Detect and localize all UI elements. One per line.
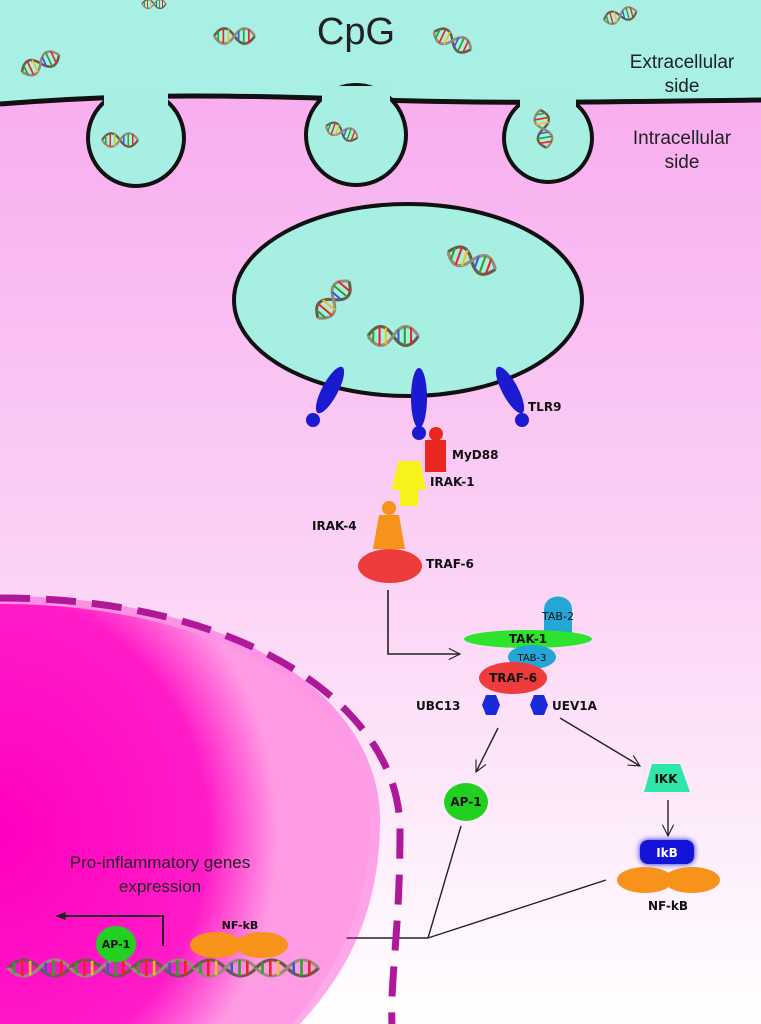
irak1-label: IRAK-1 [430, 475, 475, 489]
tab3-label: TAB-3 [516, 653, 546, 664]
tlr9-label: TLR9 [528, 400, 561, 414]
intracellular-label-line1: Intracellular [633, 128, 732, 149]
traf6-protein [358, 549, 422, 583]
extracellular-region [0, 0, 761, 104]
traf6-complex-label: TRAF-6 [489, 671, 537, 685]
nfkb-nucleus-protein [190, 932, 288, 958]
arrow-to-ikk [559, 717, 642, 767]
extracellular-label-line2: side [665, 76, 700, 97]
endocytic-vesicle-1 [86, 88, 186, 188]
nfkb-label: NF-kB [648, 899, 688, 913]
ap1-label: AP-1 [450, 795, 481, 809]
nfkb-protein [617, 867, 720, 893]
ikk-label: IKK [654, 772, 678, 786]
extracellular-label-line1: Extracellular [630, 52, 735, 73]
transcription-arrow [56, 911, 164, 946]
nucleus [0, 596, 380, 1024]
tab2-label: TAB-2 [541, 610, 574, 623]
gene-expression-label-line2: expression [119, 877, 201, 896]
endocytic-vesicle-3 [502, 90, 594, 184]
ap1-protein [444, 783, 488, 821]
gene-expression-label-line1: Pro-inflammatory genes [70, 853, 250, 872]
tlr9-receptor [495, 366, 529, 427]
irak1-protein [392, 461, 426, 506]
arrow-traf6-to-tak1 [387, 590, 462, 661]
tlr9-receptor [411, 368, 427, 440]
intracellular-label-line2: side [665, 152, 700, 173]
traf6-label: TRAF-6 [426, 557, 474, 571]
myd88-label: MyD88 [452, 448, 498, 462]
page-title: CpG [317, 11, 395, 53]
endosome [232, 202, 584, 398]
nfkb-nucleus-label: NF-kB [222, 919, 259, 932]
line-ap1-to-nucleus [427, 825, 462, 939]
endocytic-vesicle-2 [304, 83, 408, 187]
irak4-protein [373, 501, 405, 549]
ikb-protein [640, 840, 694, 864]
ikk-protein [644, 764, 690, 792]
line-nfkb-to-nucleus [427, 879, 607, 939]
ubc13-label: UBC13 [416, 699, 460, 713]
ikb-label: IkB [656, 846, 678, 860]
uev1a-label: UEV1A [552, 699, 598, 713]
tlr9-receptor [306, 366, 345, 427]
tak1-label: TAK-1 [509, 632, 547, 646]
ap1-nucleus-label: AP-1 [102, 938, 131, 951]
arrow-to-ap1 [475, 727, 499, 774]
irak4-label: IRAK-4 [312, 519, 357, 533]
tak1-complex [464, 596, 592, 715]
ap1-nucleus-protein [96, 926, 136, 962]
myd88-protein [425, 427, 446, 472]
